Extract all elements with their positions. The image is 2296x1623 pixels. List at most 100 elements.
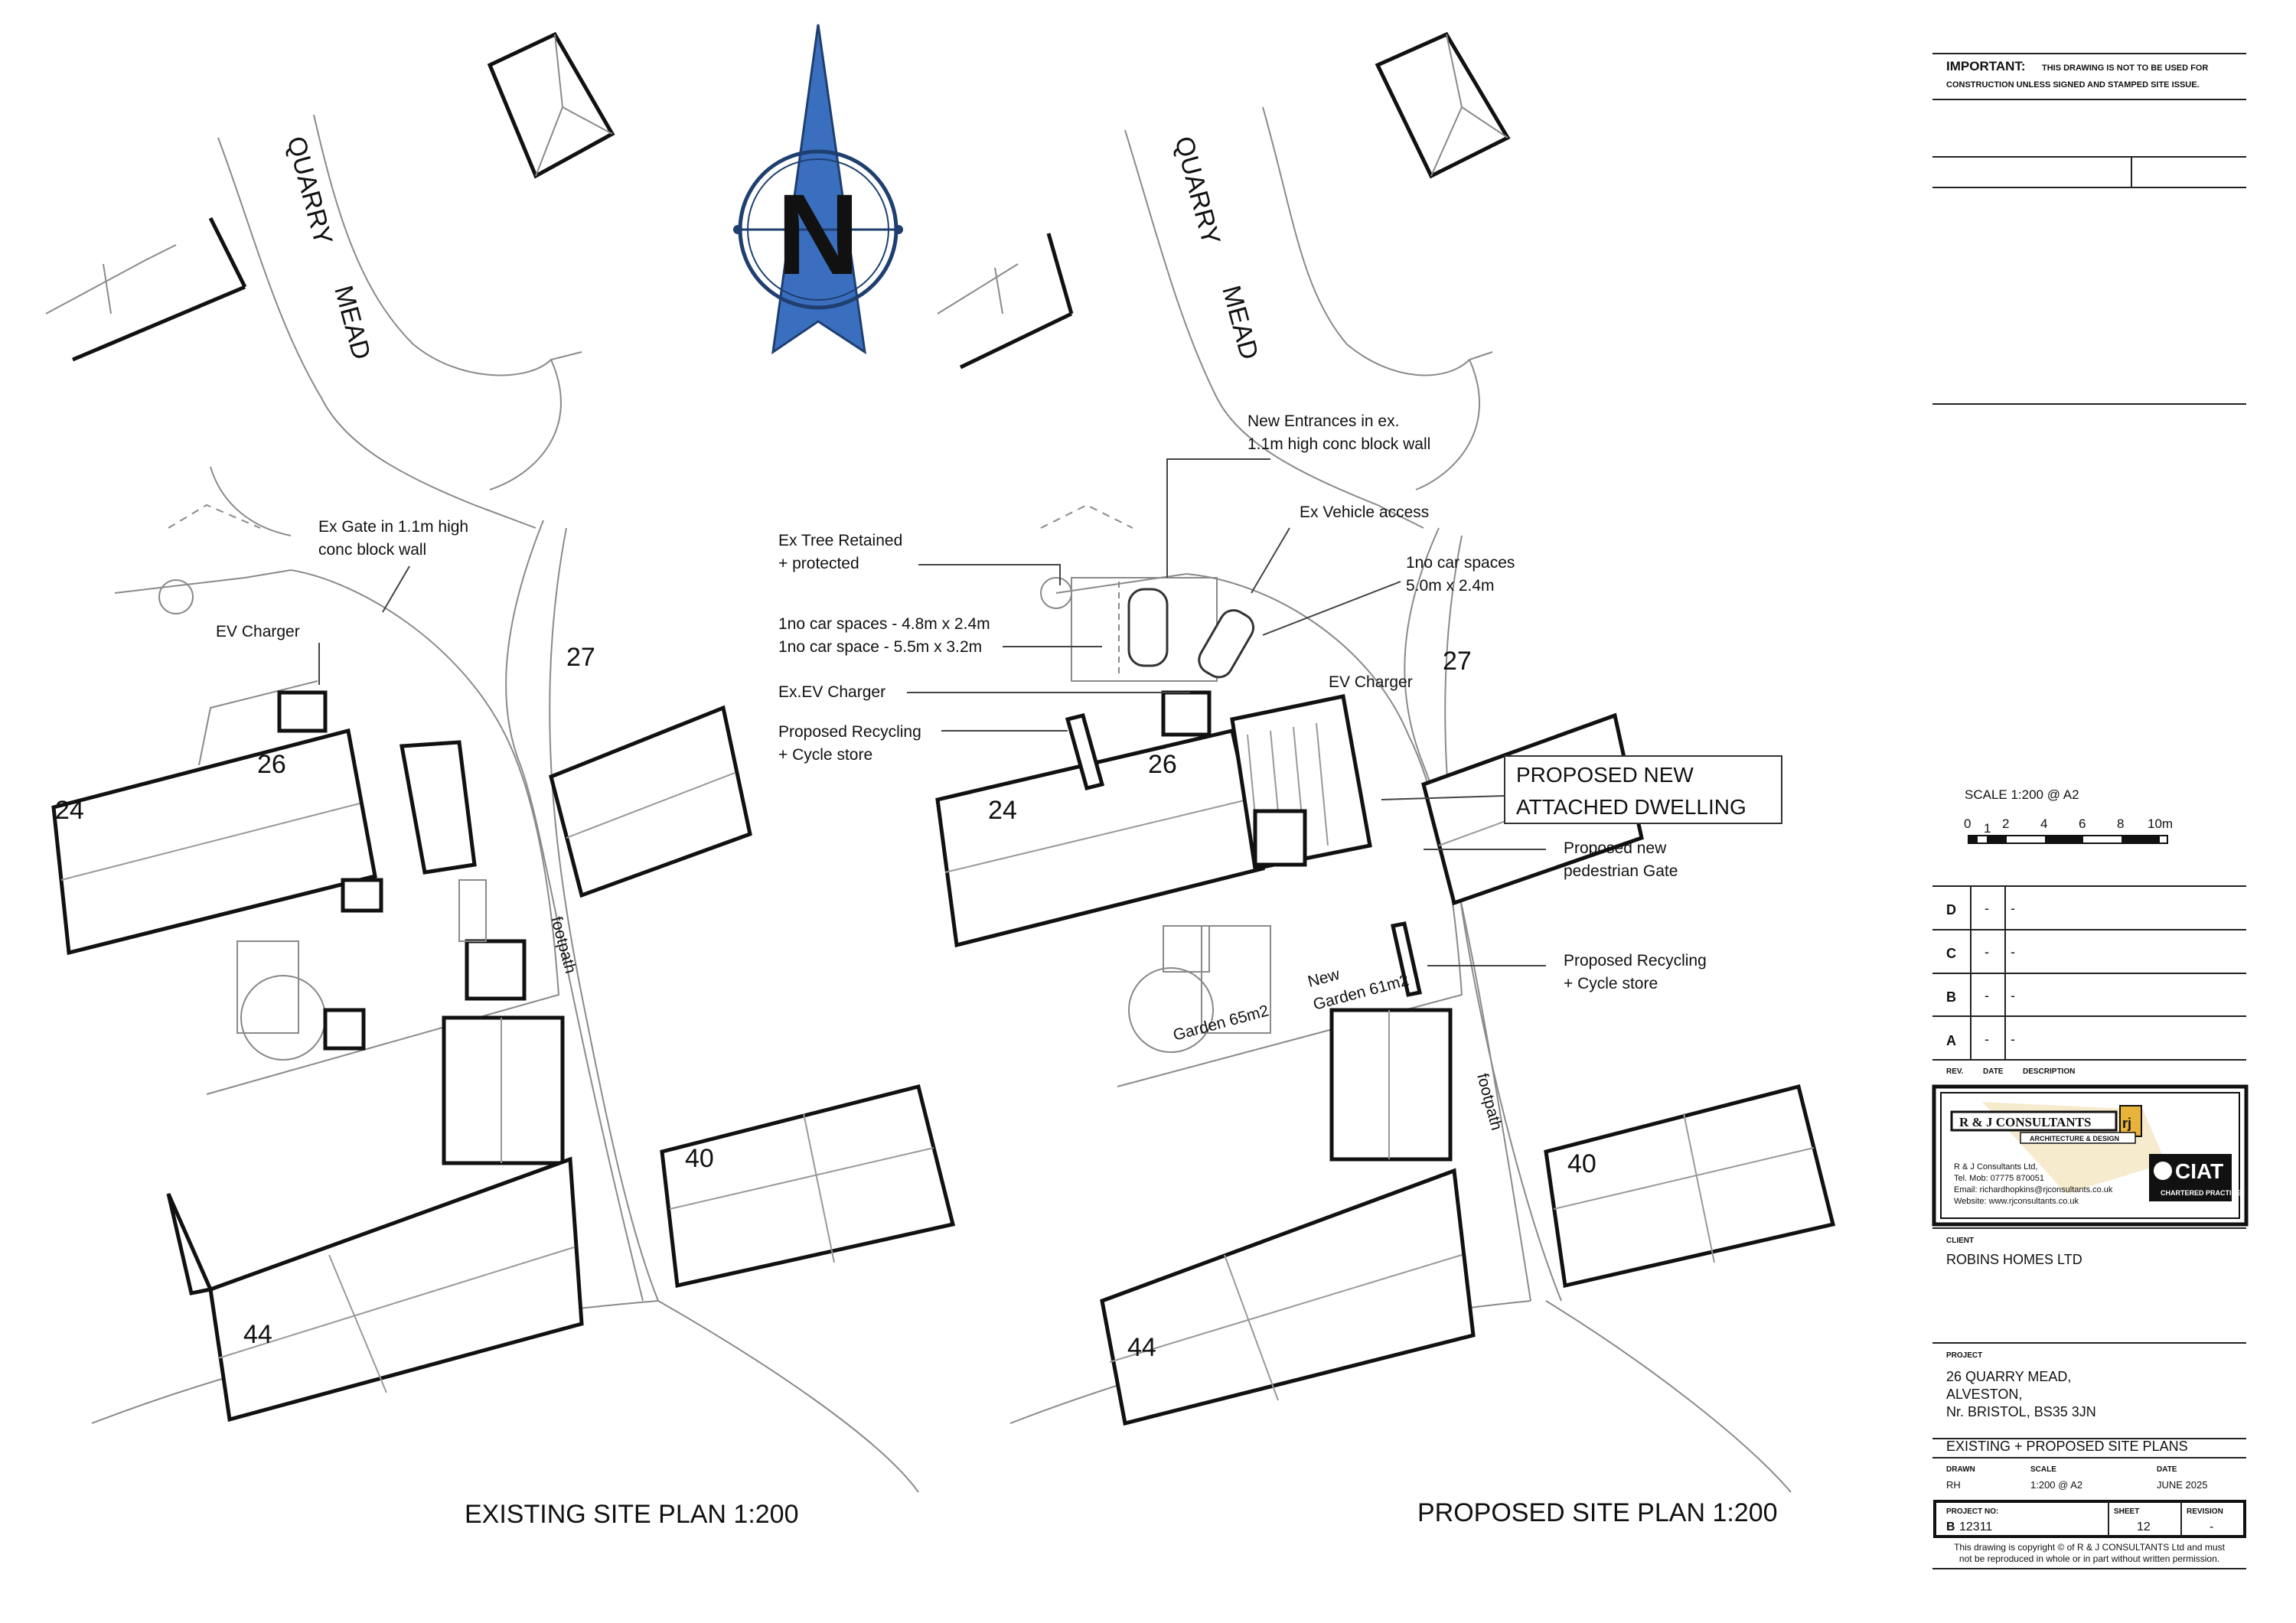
proposed-plan-title: PROPOSED SITE PLAN 1:200 (1417, 1498, 1778, 1527)
rev-header: REV. (1946, 1067, 1964, 1076)
title-block: IMPORTANT: THIS DRAWING IS NOT TO BE USE… (1932, 53, 2249, 1569)
revision-A: A (1946, 1033, 1956, 1048)
existing-house-24: 24 (55, 796, 84, 825)
existing-house-27: 27 (566, 643, 595, 672)
company-line-4: Website: www.rjconsultants.co.uk (1954, 1197, 2079, 1206)
proposed-gate-note-1: Proposed new (1564, 839, 1667, 857)
revision-C-date: - (1985, 944, 1989, 960)
ciat-seal-icon (2154, 1162, 2172, 1180)
project-line-1: 26 QUARRY MEAD, (1946, 1369, 2071, 1384)
existing-ev-charger-note: EV Charger (216, 623, 300, 640)
existing-plan-title: EXISTING SITE PLAN 1:200 (465, 1500, 799, 1529)
ciat-label: CIAT (2175, 1159, 2223, 1183)
important-heading: IMPORTANT: (1946, 59, 2026, 73)
scale-value: 1:200 @ A2 (2030, 1479, 2082, 1491)
existing-site-plan: 24 26 27 40 44 QUARRY MEAD Ex Gate in 1.… (45, 31, 956, 1529)
proposed-entrance-note-1: New Entrances in ex. (1247, 412, 1399, 430)
revision-D-desc: - (2011, 901, 2015, 916)
scale-tick-5: 8 (2117, 816, 2124, 831)
scale-tick-2: 2 (2002, 816, 2009, 831)
copyright-line-1: This drawing is copyright © of R & J CON… (1954, 1542, 2226, 1553)
company-logo-letter: rj (2122, 1116, 2131, 1131)
date-value: JUNE 2025 (2157, 1479, 2207, 1491)
proposed-car-note-2: 1no car space - 5.5m x 3.2m (778, 638, 982, 656)
scale-tick-3: 4 (2040, 816, 2047, 831)
scale-label: SCALE 1:200 @ A2 (1965, 787, 2079, 802)
existing-house-26: 26 (257, 750, 286, 779)
client-label: CLIENT (1946, 1237, 1974, 1245)
project-no-prefix: B (1946, 1520, 1955, 1533)
ciat-sub-label: CHARTERED PRACTICE (2161, 1189, 2241, 1197)
proposed-tree-note-1: Ex Tree Retained (778, 532, 902, 549)
date-label: DATE (2157, 1465, 2177, 1474)
sheet-label: SHEET (2114, 1507, 2139, 1516)
date-header: DATE (1983, 1067, 2004, 1076)
proposed-road-name-1: QUARRY (1169, 133, 1225, 248)
revision-B: B (1946, 989, 1956, 1005)
client-name: ROBINS HOMES LTD (1946, 1252, 2082, 1267)
proposed-site-plan: 24 26 27 40 44 QUARRY MEAD New Entrances… (778, 31, 1836, 1527)
proposed-car-right-note-2: 5.0m x 2.4m (1406, 577, 1495, 595)
company-line-1: R & J Consultants Ltd, (1954, 1162, 2037, 1172)
drawing-title: EXISTING + PROPOSED SITE PLANS (1946, 1439, 2188, 1454)
existing-footpath-label: footpath (547, 914, 579, 975)
proposed-recycling-note-2: + Cycle store (778, 746, 872, 764)
proposed-ev-charger-note: EV Charger (1329, 673, 1413, 691)
proposed-house-44: 44 (1127, 1333, 1156, 1362)
scale-tick-1: 1 (1984, 821, 1991, 836)
proposed-entrance-note-2: 1.1m high conc block wall (1247, 435, 1430, 453)
proposed-tree-note-2: + protected (778, 555, 859, 572)
proposed-house-26: 26 (1148, 750, 1177, 779)
sheet-value: 12 (2137, 1520, 2151, 1533)
revision-label: REVISION (2187, 1507, 2223, 1516)
north-arrow-icon: N (733, 24, 903, 355)
revision-D-date: - (1985, 901, 1989, 916)
drawn-label: DRAWN (1946, 1465, 1975, 1474)
project-line-3: Nr. BRISTOL, BS35 3JN (1946, 1404, 2096, 1419)
new-garden-label-1: New (1306, 966, 1342, 991)
existing-house-44: 44 (243, 1320, 272, 1349)
proposed-car-note-1: 1no car spaces - 4.8m x 2.4m (778, 615, 990, 633)
project-label: PROJECT (1946, 1351, 1982, 1360)
description-header: DESCRIPTION (2023, 1067, 2075, 1076)
north-letter: N (777, 170, 859, 298)
proposed-house-27: 27 (1443, 647, 1472, 676)
scale-header: SCALE (2030, 1465, 2056, 1474)
scale-tick-4: 6 (2079, 816, 2086, 831)
revision-A-date: - (1985, 1031, 1989, 1047)
proposed-house-24: 24 (988, 796, 1017, 825)
proposed-gate-note-2: pedestrian Gate (1564, 862, 1678, 880)
garden-label: Garden 65m2 (1171, 1002, 1270, 1044)
company-line-3: Email: richardhopkins@rjconsultants.co.u… (1954, 1185, 2113, 1194)
project-line-2: ALVESTON, (1946, 1387, 2022, 1402)
scale-tick-6: 10m (2148, 816, 2173, 831)
important-line-1: THIS DRAWING IS NOT TO BE USED FOR (2042, 64, 2208, 73)
company-name: R & J CONSULTANTS (1959, 1115, 2091, 1129)
revision-value: - (2210, 1520, 2213, 1533)
proposed-house-40: 40 (1567, 1149, 1596, 1178)
revision-C: C (1946, 946, 1956, 961)
scale-bar: 0 1 2 4 6 8 10m (1964, 816, 2173, 844)
proposed-recycling-note-1: Proposed Recycling (778, 723, 921, 741)
company-line-2: Tel. Mob: 07775 870051 (1954, 1174, 2044, 1183)
proposed-road-name-2: MEAD (1216, 282, 1264, 363)
existing-house-40: 40 (685, 1144, 714, 1173)
existing-road-name-2: MEAD (328, 282, 376, 363)
proposed-car-right-note-1: 1no car spaces (1406, 554, 1515, 572)
revision-A-desc: - (2011, 1031, 2015, 1047)
proposed-recycling-note2-1: Proposed Recycling (1564, 952, 1707, 970)
company-tagline: ARCHITECTURE & DESIGN (2030, 1135, 2119, 1142)
proposed-vehicle-access-note: Ex Vehicle access (1300, 504, 1429, 521)
project-no-value: 12311 (1959, 1520, 1992, 1533)
proposed-recycling-note2-2: + Cycle store (1564, 975, 1658, 992)
scale-tick-0: 0 (1964, 816, 1971, 831)
copyright-line-2: not be reproduced in whole or in part wi… (1959, 1553, 2219, 1564)
proposed-dwelling-label-box (1504, 755, 1782, 824)
drawn-value: RH (1946, 1479, 1961, 1491)
revision-B-date: - (1985, 988, 1989, 1003)
project-no-label: PROJECT NO: (1946, 1507, 1998, 1516)
existing-road-name-1: QUARRY (281, 133, 338, 248)
revision-D: D (1946, 902, 1956, 917)
proposed-dwelling-label-2: ATTACHED DWELLING (1516, 795, 1746, 819)
